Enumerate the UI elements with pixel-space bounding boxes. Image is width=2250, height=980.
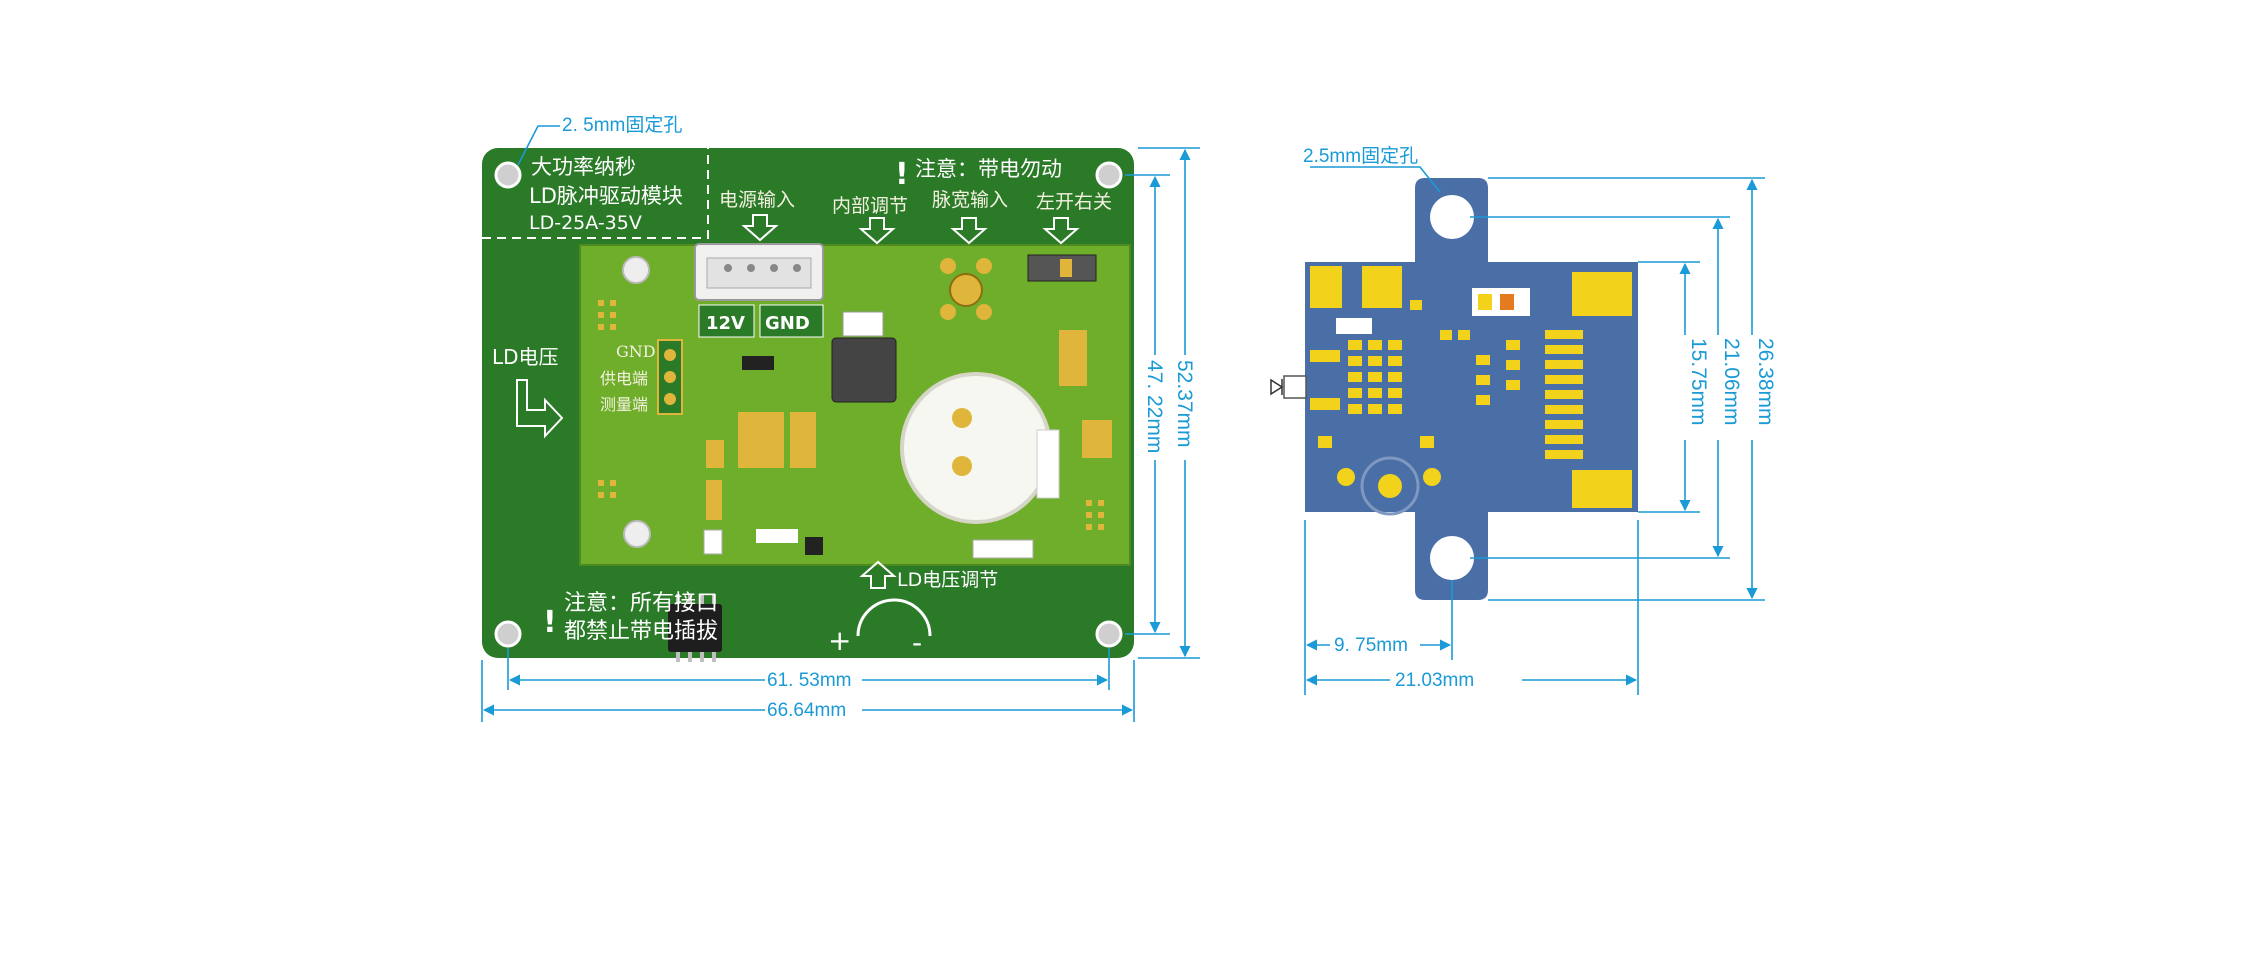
title-line-2: LD脉冲驱动模块 bbox=[529, 184, 683, 208]
up-arrow-icon bbox=[859, 560, 897, 589]
label-power-input: 电源输入 bbox=[719, 189, 795, 211]
svg-text:+: + bbox=[828, 624, 851, 657]
down-arrow-icon bbox=[741, 214, 1080, 245]
label-switch: 左开右关 bbox=[1036, 191, 1112, 213]
right-height-dimensions bbox=[1470, 177, 1765, 601]
warning-bottom-line-1: 注意：所有接口 bbox=[564, 591, 718, 616]
ic-chip bbox=[668, 594, 722, 662]
dim-width-inner: 61. 53mm bbox=[767, 670, 851, 691]
dim-height-inner: 47. 22mm bbox=[1143, 360, 1166, 453]
label-gnd: GND bbox=[616, 342, 656, 361]
label-ld-voltage-adjust: LD电压调节 bbox=[897, 569, 998, 591]
label-pulse-width-input: 脉宽输入 bbox=[932, 189, 1008, 211]
warning-icon: ! bbox=[543, 605, 557, 640]
warning-bottom-line-2: 都禁止带电插拔 bbox=[564, 619, 718, 644]
title-line-3: LD-25A-35V bbox=[529, 212, 642, 234]
power-connector bbox=[694, 243, 824, 301]
potentiometer-icon bbox=[900, 372, 1052, 524]
title-line-1: 大功率纳秒 bbox=[531, 155, 636, 179]
label-internal-adjust: 内部调节 bbox=[832, 195, 908, 217]
warning-icon: ! bbox=[895, 157, 909, 192]
right-pcb bbox=[1270, 178, 1638, 600]
warning-top: 注意：带电勿动 bbox=[915, 157, 1062, 181]
pad-gnd: GND bbox=[765, 313, 810, 334]
laser-diode-icon bbox=[1270, 375, 1307, 399]
ld-power-arrow-icon bbox=[516, 379, 564, 439]
svg-text:-: - bbox=[912, 626, 922, 659]
dim-height-inner-right: 15.75mm bbox=[1687, 338, 1710, 426]
finger-pads bbox=[1545, 330, 1583, 459]
left-hole-callout bbox=[517, 125, 560, 166]
right-hole-label: 2.5mm固定孔 bbox=[1303, 145, 1418, 167]
dim-height-outer-right: 26.38mm bbox=[1754, 338, 1777, 426]
label-ld-power: LD电压 bbox=[492, 345, 559, 369]
mount-hole-icon bbox=[1430, 195, 1474, 239]
right-width-dimensions bbox=[1304, 520, 1639, 695]
left-height-dimensions bbox=[1125, 147, 1200, 659]
adjust-dial-icon bbox=[856, 598, 932, 637]
mount-hole-icon bbox=[1430, 536, 1474, 580]
dim-height-outer: 52.37mm bbox=[1173, 360, 1196, 448]
left-pcb: + - ! ! bbox=[482, 148, 1134, 662]
dim-offset: 9. 75mm bbox=[1334, 635, 1408, 656]
pad-12v: 12V bbox=[706, 313, 745, 334]
dim-width-right: 21.03mm bbox=[1395, 670, 1474, 691]
right-hole-callout bbox=[1310, 166, 1441, 193]
mount-hole-icon bbox=[494, 161, 1123, 648]
left-hole-label: 2. 5mm固定孔 bbox=[562, 114, 682, 136]
left-width-dimensions bbox=[481, 648, 1135, 722]
dim-width-outer: 66.64mm bbox=[767, 700, 846, 721]
dim-height-mid-right: 21.06mm bbox=[1720, 338, 1743, 426]
label-measure-end: 测量端 bbox=[600, 395, 648, 414]
label-supply-end: 供电端 bbox=[600, 369, 648, 388]
